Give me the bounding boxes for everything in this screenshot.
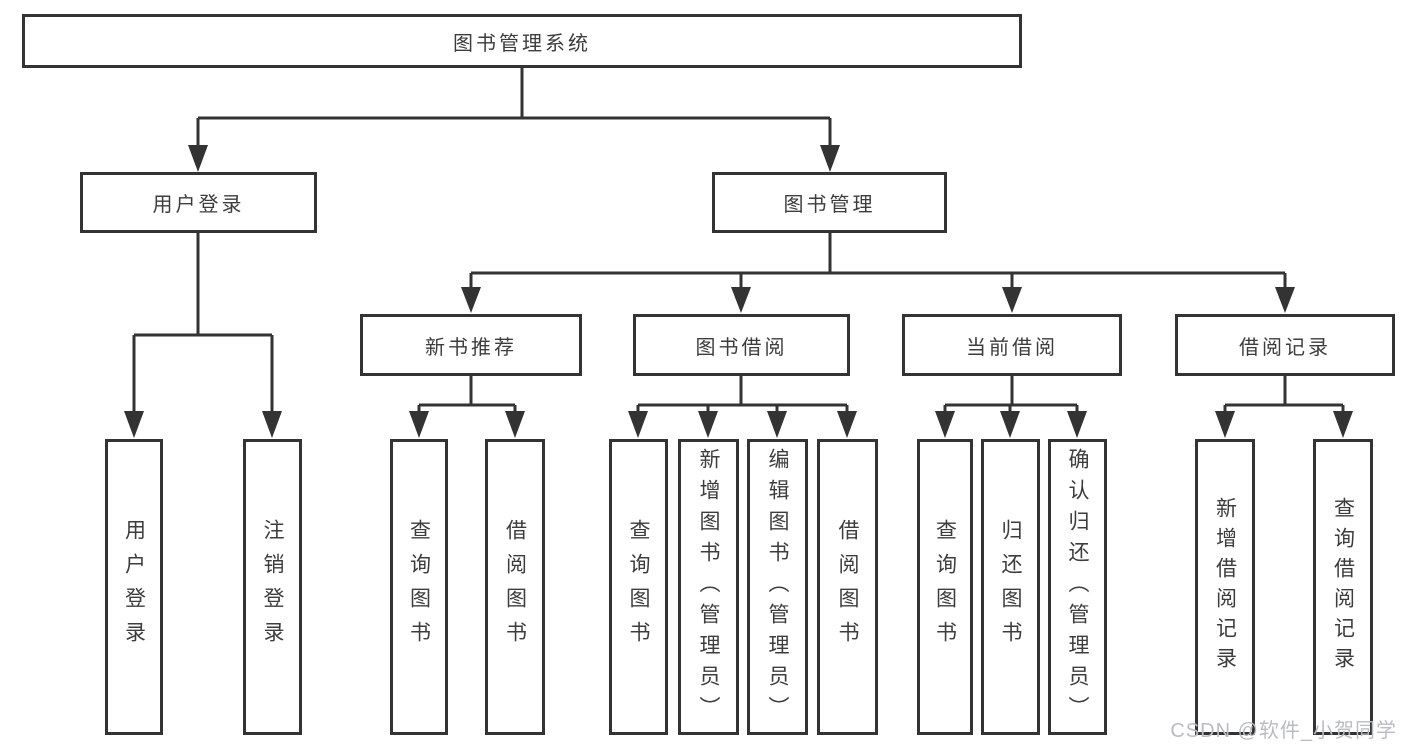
node-label: 新增借阅记录: [1213, 497, 1237, 677]
node-label: 确认归还（管理员）: [1066, 447, 1089, 727]
node-book-management: 图书管理: [712, 172, 947, 233]
node-label: 查询图书: [407, 519, 431, 655]
leaf-user-login: 用户登录: [105, 439, 163, 735]
leaf-query-borrow-record: 查询借阅记录: [1313, 439, 1373, 735]
node-label: 归还图书: [999, 519, 1022, 655]
leaf-borrow-books: 借阅图书: [817, 439, 878, 735]
leaf-confirm-return-admin: 确认归还（管理员）: [1048, 439, 1107, 735]
node-current-borrowing: 当前借阅: [902, 314, 1122, 376]
leaf-query-books-recommend: 查询图书: [390, 439, 448, 735]
node-label: 当前借阅: [966, 336, 1058, 359]
leaf-edit-books-admin: 编辑图书（管理员）: [747, 439, 808, 735]
leaf-logout: 注销登录: [243, 439, 302, 735]
node-user-login: 用户登录: [80, 172, 317, 233]
leaf-add-borrow-record: 新增借阅记录: [1195, 439, 1255, 735]
node-label: 查询借阅记录: [1331, 497, 1355, 677]
leaf-query-books-current: 查询图书: [917, 439, 973, 735]
node-book-borrowing: 图书借阅: [633, 314, 850, 376]
node-label: 图书管理: [783, 194, 876, 216]
watermark: CSDN @软件_小贺同学: [1170, 720, 1397, 742]
node-borrowing-records: 借阅记录: [1175, 314, 1395, 376]
node-label: 用户登录: [152, 194, 245, 216]
node-label: 借阅图书: [836, 519, 859, 655]
node-label: 编辑图书（管理员）: [766, 447, 789, 727]
node-label: 图书管理系统: [453, 32, 591, 55]
node-label: 新增图书（管理员）: [697, 447, 720, 727]
node-label: 查询图书: [933, 519, 957, 655]
leaf-return-books: 归还图书: [981, 439, 1040, 735]
node-label: 查询图书: [627, 519, 650, 655]
node-library-management-system: 图书管理系统: [22, 14, 1022, 68]
node-new-book-recommendation: 新书推荐: [360, 314, 582, 376]
node-label: 图书借阅: [695, 336, 788, 359]
node-label: 注销登录: [261, 519, 284, 655]
leaf-add-books-admin: 新增图书（管理员）: [678, 439, 739, 735]
node-label: 借阅图书: [503, 519, 527, 655]
node-label: 用户登录: [122, 519, 146, 655]
node-label: 借阅记录: [1239, 336, 1331, 359]
leaf-borrow-books-recommend: 借阅图书: [485, 439, 545, 735]
node-label: 新书推荐: [425, 336, 517, 359]
leaf-query-books-borrow: 查询图书: [609, 439, 668, 735]
